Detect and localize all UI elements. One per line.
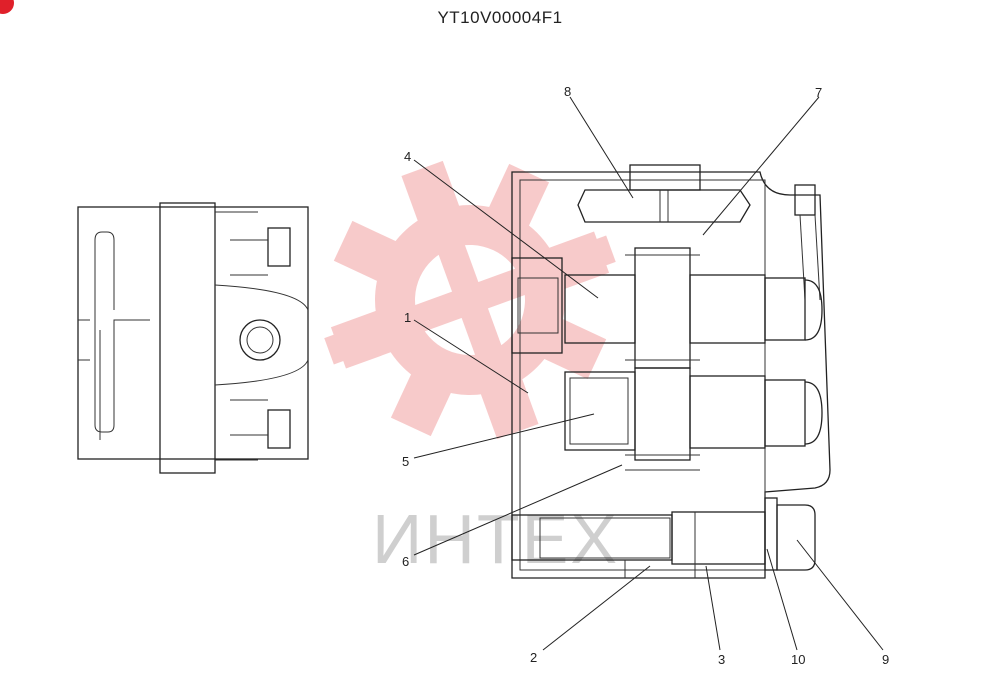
callout-7: 7 [815,85,822,100]
drawing-code: YT10V00004F1 [437,8,563,27]
callout-5: 5 [402,454,409,469]
callout-9: 9 [882,652,889,667]
watermark-text: ИНТЕХ [372,500,619,578]
callout-4: 4 [404,149,411,164]
leader-lines [413,96,884,651]
callout-8: 8 [564,84,571,99]
side-view [77,202,309,474]
corner-badge-icon [0,0,14,14]
callout-2: 2 [530,650,537,665]
callout-labels: 1 2 3 4 5 6 7 8 9 10 [402,84,889,667]
callout-10: 10 [791,652,805,667]
callout-1: 1 [404,310,411,325]
callout-3: 3 [718,652,725,667]
callout-6: 6 [402,554,409,569]
section-view [511,164,831,579]
